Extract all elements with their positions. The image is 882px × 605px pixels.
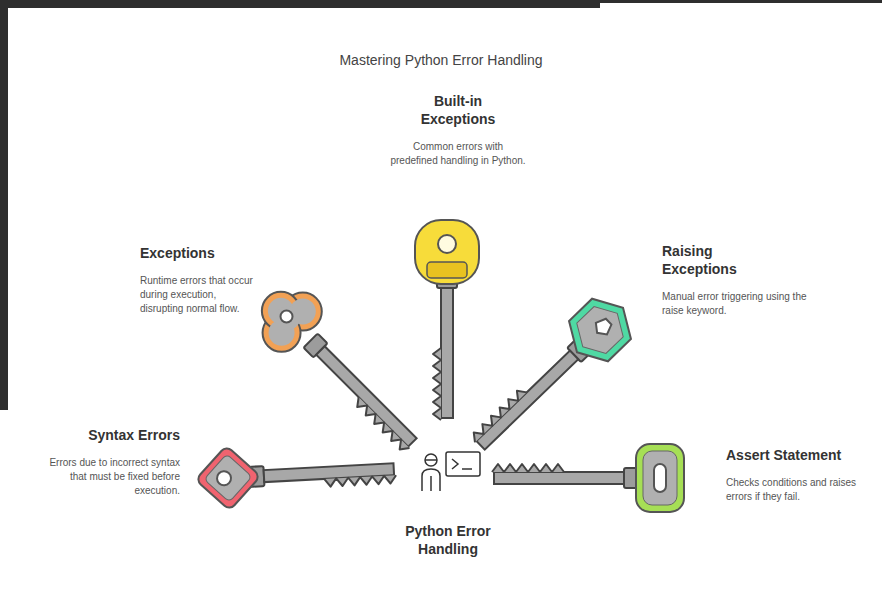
node-heading: Python Error Handling [393, 522, 503, 558]
node-description: Manual error triggering using the raise … [662, 290, 822, 318]
node-description: Common errors with predefined handling i… [388, 140, 528, 168]
node-heading: Exceptions [140, 244, 258, 262]
hub-label: Python Error Handling [383, 522, 513, 558]
diagram-title: Mastering Python Error Handling [0, 52, 882, 68]
developer-icon [422, 452, 480, 491]
green-key [460, 288, 643, 467]
frame-strip [0, 0, 600, 8]
frame-strip [600, 0, 882, 3]
red-key [194, 437, 398, 512]
node-heading: Built-in Exceptions [406, 92, 510, 128]
key-caption: Syntax ErrorsErrors due to incorrect syn… [36, 426, 180, 498]
frame-strip [0, 0, 8, 410]
node-description: Errors due to incorrect syntax that must… [36, 456, 180, 498]
orange-key [243, 273, 437, 467]
key-caption: ExceptionsRuntime errors that occur duri… [140, 244, 258, 316]
key-caption: Assert StatementChecks conditions and ra… [726, 446, 874, 504]
lime-key [492, 444, 684, 512]
node-description: Runtime errors that occur during executi… [140, 274, 258, 316]
node-heading: Syntax Errors [88, 426, 180, 444]
node-heading: Raising Exceptions [662, 242, 766, 278]
node-heading: Assert Statement [726, 446, 874, 464]
yellow-key [415, 220, 479, 420]
key-caption: Built-in ExceptionsCommon errors with pr… [388, 92, 528, 168]
node-description: Checks conditions and raises errors if t… [726, 476, 874, 504]
key-caption: Raising ExceptionsManual error triggerin… [662, 242, 822, 318]
